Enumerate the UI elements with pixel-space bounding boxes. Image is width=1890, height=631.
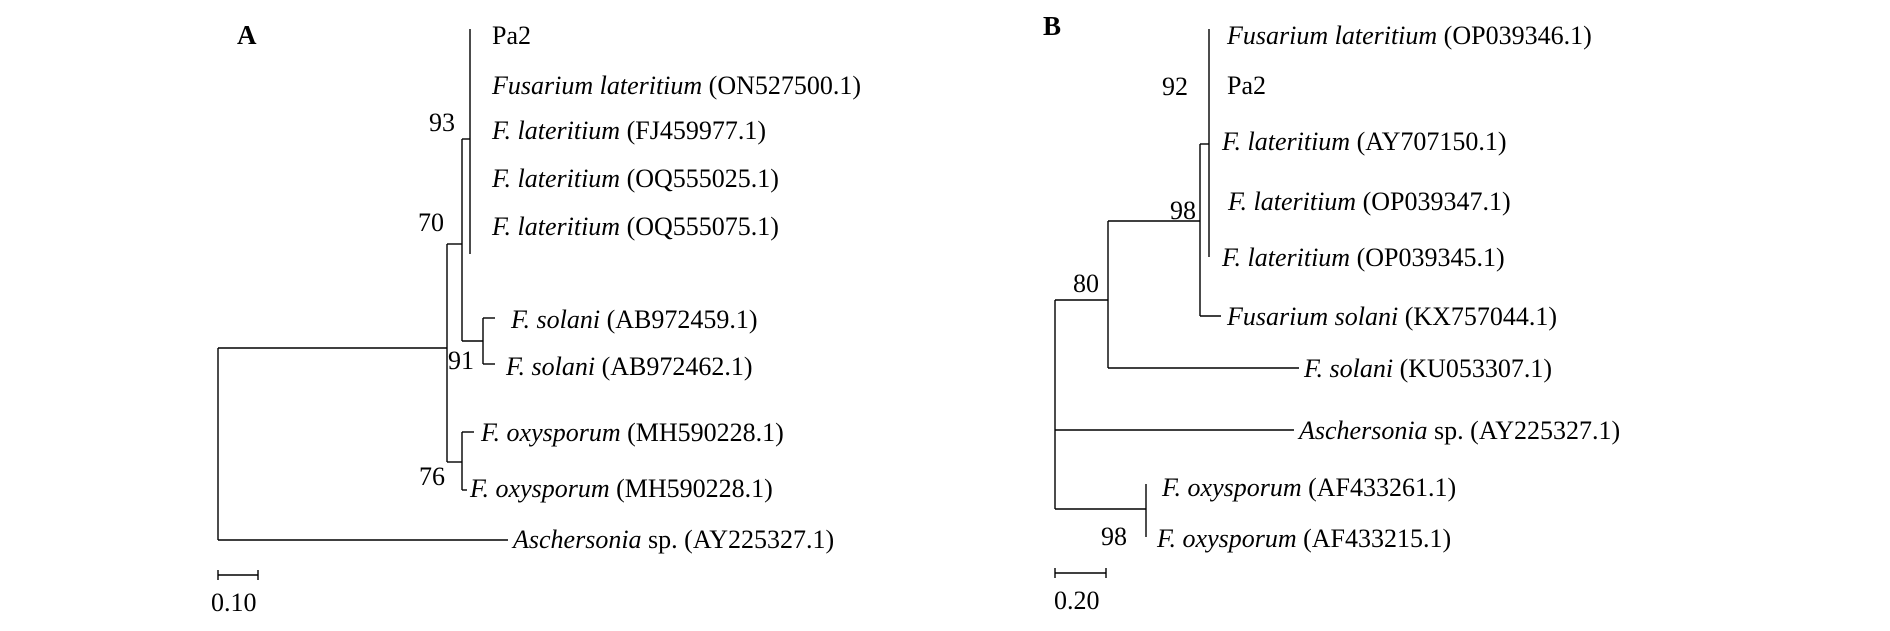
- leaf-label: F. lateritium (FJ459977.1): [491, 116, 766, 145]
- leaf-label: F. oxysporum (MH590228.1): [480, 418, 784, 447]
- tree-b-branches: [1054, 29, 1299, 537]
- leaf-label: F. oxysporum (MH590228.1): [469, 474, 773, 503]
- bootstrap-value: 80: [1073, 269, 1099, 298]
- leaf-label: F. oxysporum (AF433261.1): [1161, 473, 1456, 502]
- scale-label-b: 0.20: [1054, 586, 1100, 615]
- leaf-label: Pa2: [1227, 71, 1266, 100]
- leaf-label: F. lateritium (OP039345.1): [1221, 243, 1505, 272]
- scale-bar-a: [217, 570, 259, 580]
- panel-a: A Pa2 Fusarium l: [211, 20, 861, 617]
- leaf-label: F. solani (AB972462.1): [505, 352, 753, 381]
- scale-label-a: 0.10: [211, 588, 257, 617]
- bootstrap-value: 93: [429, 108, 455, 137]
- leaf-label: F. oxysporum (AF433215.1): [1156, 524, 1451, 553]
- leaf-label: Aschersonia sp. (AY225327.1): [1297, 416, 1620, 445]
- leaf-label: F. solani (KU053307.1): [1303, 354, 1552, 383]
- bootstrap-value: 70: [418, 208, 444, 237]
- scale-bar-b: [1054, 568, 1107, 578]
- leaf-label: F. lateritium (OQ555075.1): [491, 212, 779, 241]
- bootstrap-value: 91: [448, 346, 474, 375]
- bootstrap-value: 76: [419, 462, 445, 491]
- panel-letter-b: B: [1043, 11, 1061, 41]
- leaf-label: Fusarium lateritium (ON527500.1): [491, 71, 861, 100]
- panel-b: B Fusarium lateritium (OP039346.1) Pa2: [1043, 11, 1620, 615]
- leaf-label: F. solani (AB972459.1): [510, 305, 758, 334]
- panel-letter-a: A: [237, 20, 257, 50]
- leaf-label: Pa2: [492, 21, 531, 50]
- bootstrap-value: 92: [1162, 72, 1188, 101]
- bootstrap-value: 98: [1170, 196, 1196, 225]
- leaf-label: Aschersonia sp. (AY225327.1): [511, 525, 834, 554]
- leaf-label: F. lateritium (AY707150.1): [1221, 127, 1507, 156]
- leaf-label: Fusarium lateritium (OP039346.1): [1226, 21, 1592, 50]
- leaf-label: Fusarium solani (KX757044.1): [1226, 302, 1557, 331]
- leaf-label: F. lateritium (OP039347.1): [1227, 187, 1511, 216]
- bootstrap-value: 98: [1101, 522, 1127, 551]
- leaf-label: F. lateritium (OQ555025.1): [491, 164, 779, 193]
- tree-a-branches: [217, 29, 508, 541]
